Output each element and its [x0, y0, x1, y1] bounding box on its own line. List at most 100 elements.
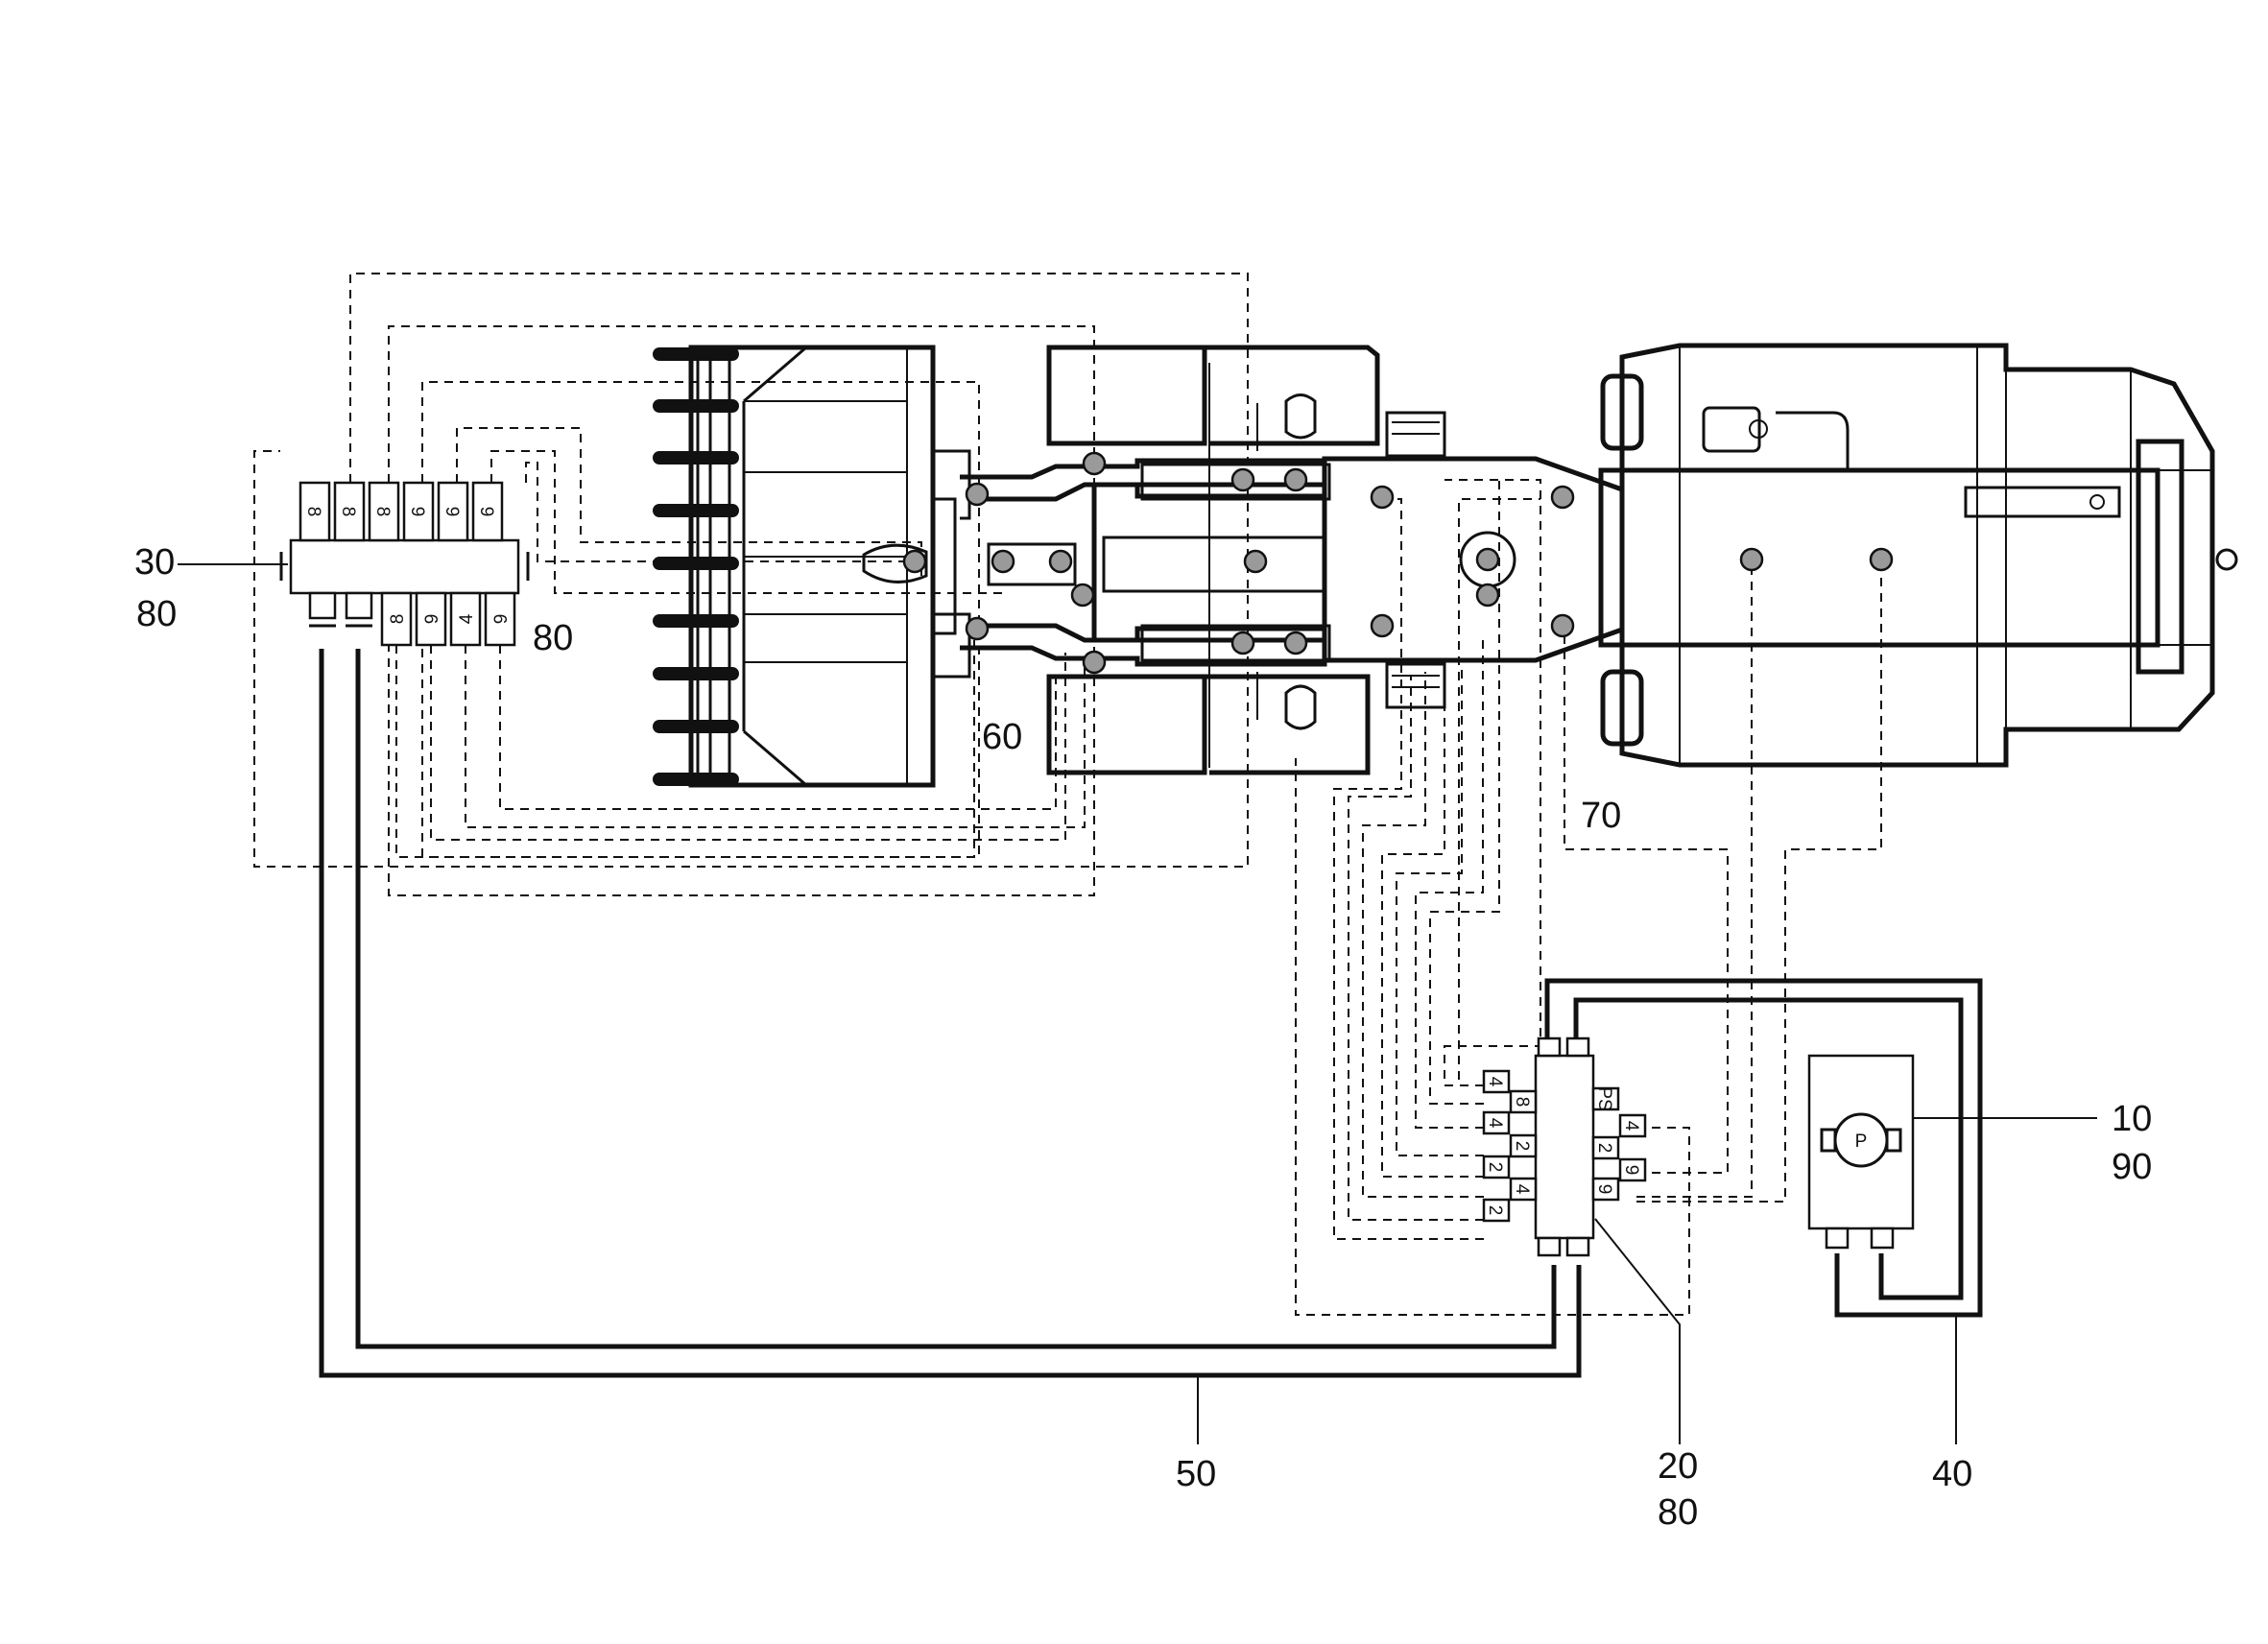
pump-housing [1807, 1054, 1915, 1230]
dashed-line-front-4 [456, 427, 922, 576]
steer-cylinder-mount [1385, 411, 1446, 458]
port-label: 8 [372, 507, 393, 517]
pump-outlet [1870, 1227, 1895, 1250]
dashed-line-rear-9 [1458, 498, 1540, 1086]
grease-point [1230, 467, 1255, 492]
bucket-tooth [653, 504, 739, 517]
callouts: 30 80 80 60 70 10 90 20 80 50 40 [134, 542, 2152, 1533]
front-tyre-right [1046, 674, 1207, 775]
port-box [1618, 1157, 1647, 1182]
port-label: 9 [442, 507, 462, 517]
port-box [333, 481, 366, 542]
bucket-tooth [653, 347, 739, 361]
articulation [1322, 411, 1625, 709]
port-box [1482, 1155, 1511, 1179]
grease-point [1283, 467, 1308, 492]
port-box [298, 481, 331, 542]
rear-tyre-right [1600, 669, 1644, 747]
grease-point [1370, 485, 1395, 510]
bucket-brackets [931, 449, 971, 679]
dashed-line-rear-8 [1429, 480, 1500, 1105]
grease-point [1070, 583, 1095, 608]
port-label: 9 [1594, 1184, 1614, 1195]
grease-point [1082, 650, 1107, 675]
port-box [1591, 1177, 1620, 1202]
port-label: 2 [1512, 1141, 1532, 1152]
rear-tyre-left [1600, 373, 1644, 451]
grease-point [1230, 631, 1255, 655]
port-label: 9 [476, 507, 496, 517]
oil-filter-cap [1749, 419, 1768, 439]
oil-filter [1702, 406, 1761, 453]
port-box [380, 591, 413, 647]
dashed-line-rear-13 [1636, 560, 1882, 1203]
grease-point [1475, 583, 1500, 608]
rear-grille-bolt [2089, 494, 2105, 510]
grease-point [1475, 547, 1500, 572]
bucket-tooth [653, 451, 739, 465]
port-box [1482, 1110, 1511, 1135]
rear-counterweight [2136, 439, 2184, 675]
dashed-line-rear-3 [1396, 667, 1484, 1156]
pressure-lines [319, 649, 1983, 1378]
port-label: 4 [457, 613, 477, 624]
port-box [1509, 1089, 1538, 1114]
dashed-line-front-9 [465, 645, 1086, 828]
callout-80: 80 [533, 618, 573, 658]
tilt-cylinder [1102, 536, 1326, 593]
bucket-tooth [653, 557, 739, 570]
dashed-line-front-8 [430, 645, 1066, 841]
rear-distributor-fitting [1537, 1236, 1562, 1257]
pump-line-inner [1573, 997, 1964, 1300]
dashed-line-rear-7 [1333, 498, 1484, 1240]
callout-10: 10 [2112, 1099, 2152, 1139]
front-axle-bearing [1284, 684, 1317, 730]
rear-distributor-fitting [1537, 1036, 1562, 1058]
tow-hitch [2215, 548, 2238, 571]
mount-hatching [1392, 421, 1440, 688]
grease-point [1550, 613, 1575, 638]
dashed-line-network [253, 273, 1882, 1316]
dashed-line-rear-12 [1636, 560, 1753, 1198]
dashed-line-front-10 [499, 645, 1057, 810]
pump-motor-terminal [1885, 1128, 1902, 1153]
callout-30: 30 [134, 542, 175, 583]
port-label: 8 [1512, 1097, 1532, 1108]
rear-body [1619, 343, 2215, 768]
rear-grille [1964, 486, 2121, 518]
port-box [449, 591, 482, 647]
pressure-line-inner [355, 649, 1557, 1349]
rear-distributor-fitting [1565, 1036, 1590, 1058]
front-fender-left [1205, 345, 1380, 446]
front-distributor-inlet [308, 591, 337, 620]
front-fender-right [1205, 674, 1371, 775]
callout-50: 50 [1176, 1454, 1216, 1494]
dashed-line-rear-11 [1564, 624, 1729, 1174]
port-label: 9 [1621, 1165, 1641, 1176]
port-label: 8 [303, 507, 323, 517]
port-box [1482, 1198, 1511, 1223]
dashed-line-rear-10 [1295, 758, 1690, 1316]
bucket-tooth [653, 399, 739, 413]
callout-90: 90 [2112, 1147, 2152, 1187]
callout-20: 20 [1658, 1446, 1698, 1487]
port-box [471, 481, 504, 542]
grease-points [902, 451, 1894, 675]
grease-point [902, 549, 927, 574]
grease-point [1082, 451, 1107, 476]
dashed-line-front-7 [395, 626, 975, 858]
port-label: 4 [1485, 1118, 1505, 1129]
port-label: 2 [1594, 1143, 1614, 1154]
dashed-line-rear-1 [1444, 479, 1541, 1086]
callout-40: 40 [1932, 1454, 1972, 1494]
port-label: 2 [1485, 1162, 1505, 1173]
front-distributor-end-caps [279, 552, 530, 581]
callout-80: 80 [136, 594, 177, 634]
front-distributor-block [289, 538, 520, 595]
bucket-ribs [744, 347, 908, 785]
